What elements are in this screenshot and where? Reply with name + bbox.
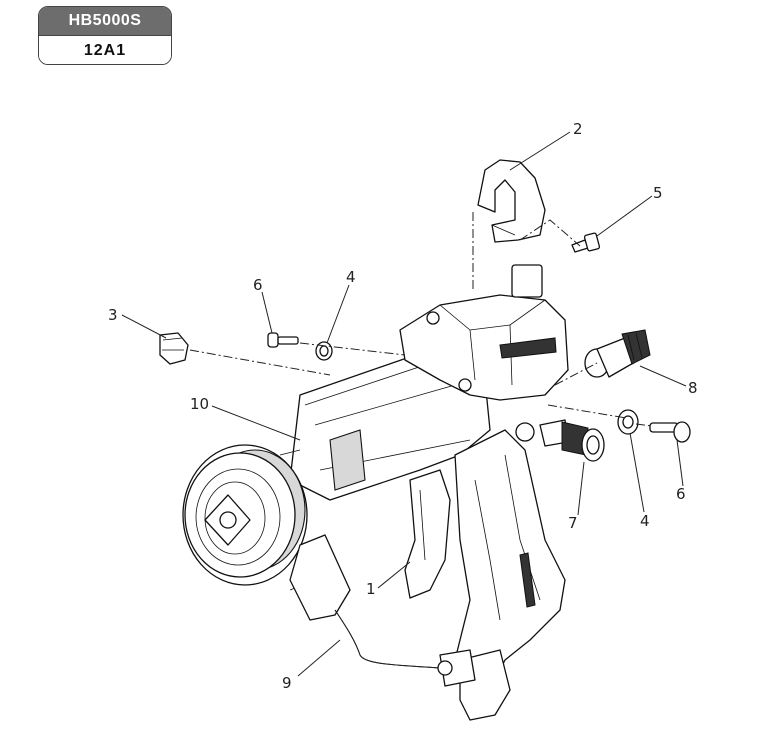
part-3-cap [159,332,189,365]
callout-8: 8 [688,379,698,397]
model-code: 12A1 [39,35,171,64]
part-8-fitting [584,329,651,378]
part-6-pin-upper [267,332,299,348]
gun-body [289,264,569,721]
front-air-cap [182,444,311,591]
model-badge: HB5000S 12A1 [38,6,172,65]
callout-2: 2 [573,120,583,138]
callout-7: 7 [568,514,578,532]
leader-lines [121,131,687,677]
part-2-hook [477,159,546,243]
callout-6-upper: 6 [253,276,263,294]
part-7-fitting [539,419,605,462]
part-4-washer-upper [315,341,333,361]
callout-labels: 2 5 3 6 4 10 8 4 6 7 1 9 [108,120,698,692]
callout-6-lower: 6 [676,485,686,503]
callout-5: 5 [653,184,663,202]
callout-9: 9 [282,674,292,692]
callout-4-lower: 4 [640,512,650,530]
assembly-lines [189,212,653,427]
callout-4-upper: 4 [346,268,356,286]
part-4-washer-lower [617,409,639,435]
callout-3: 3 [108,306,118,324]
model-number: HB5000S [39,7,171,35]
callout-1: 1 [366,580,376,598]
part-6-pin-lower [649,421,691,443]
part-9-hose [289,534,453,676]
callout-10: 10 [190,395,209,413]
